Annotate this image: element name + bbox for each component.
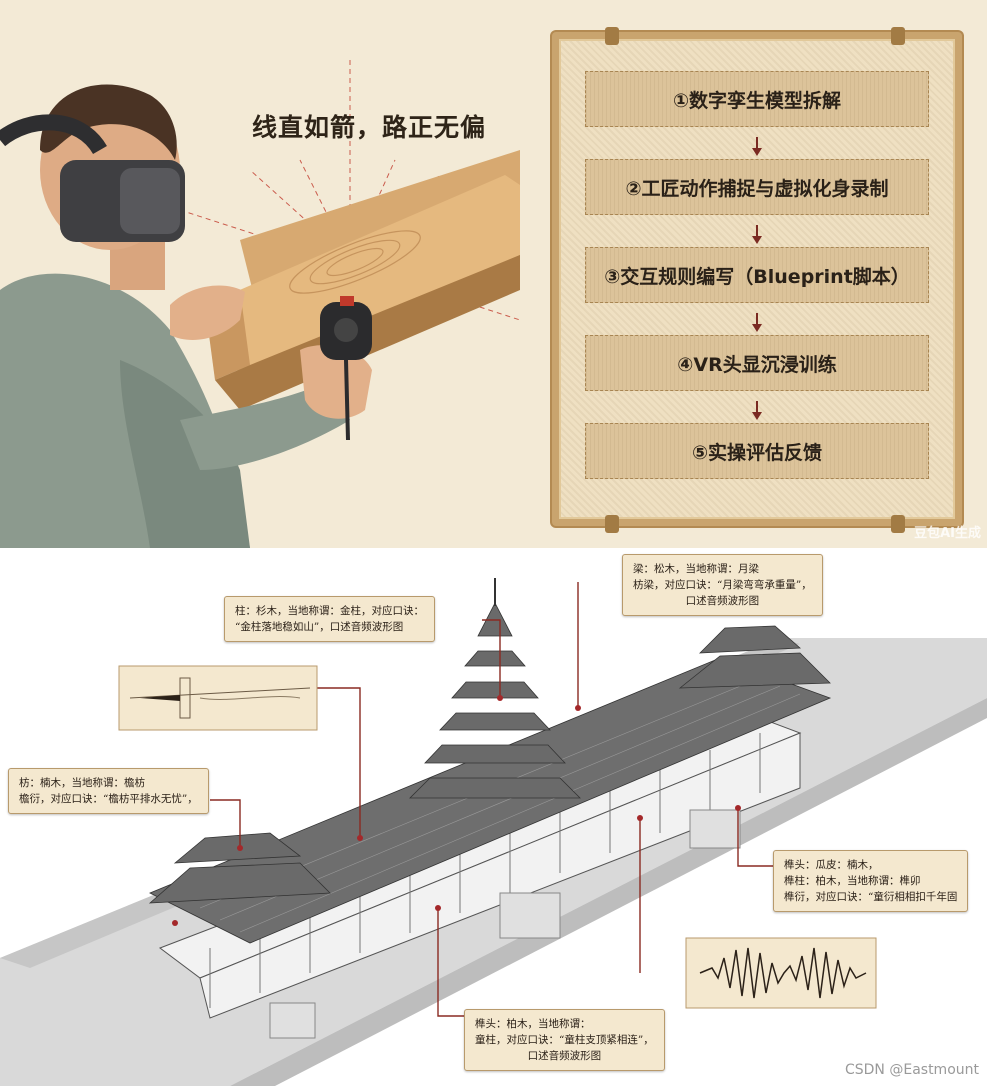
rope-knot [891,515,905,533]
bottom-panel: 柱：杉木，当地称谓：金柱，对应口诀： “金柱落地稳如山”，口述音频波形图 梁：松… [0,548,987,1086]
callout-tenon-bottom: 榫头：柏木，当地称谓： 童柱，对应口诀：“童柱支顶紧相连”， 口述音频波形图 [464,1009,665,1071]
workflow-board: ①数字孪生模型拆解 ②工匠动作捕捉与虚拟化身录制 ③交互规则编写（Bluepri… [552,27,962,533]
top-panel: 线直如箭，路正无偏 ①数字孪生模型拆解 ②工匠动作捕捉与虚拟化身录制 ③交互规则… [0,0,987,548]
callout-beam: 梁：松木，当地称谓：月梁 枋梁，对应口诀：“月梁弯弯承重量”， 口述音频波形图 [622,554,823,616]
callout-tenon-right: 榫头：瓜皮：楠木， 榫柱：柏木，当地称谓：榫卯 榫衍，对应口诀：“童衍相相扣千年… [773,850,969,912]
ai-generated-mark: 豆包AI生成 [914,526,981,541]
step-arrow [752,313,762,333]
workflow-step-1: ①数字孪生模型拆解 [585,71,929,127]
step-arrow [752,401,762,421]
workflow-step-4: ④VR头显沉浸训练 [585,335,929,391]
wind-rain-bridge-illustration [0,548,987,1086]
workflow-step-2: ②工匠动作捕捉与虚拟化身录制 [585,159,929,215]
vr-carpenter-illustration [0,0,530,548]
rope-knot [605,515,619,533]
rope-knot [891,27,905,45]
callout-column: 柱：杉木，当地称谓：金柱，对应口诀： “金柱落地稳如山”，口述音频波形图 [224,596,435,642]
csdn-watermark: CSDN @Eastmount [844,1062,979,1078]
step-arrow [752,137,762,157]
workflow-step-3: ③交互规则编写（Blueprint脚本） [585,247,929,303]
step-arrow [752,225,762,245]
rope-knot [605,27,619,45]
slogan-text: 线直如箭，路正无偏 [252,113,487,142]
callout-tie-beam: 枋：楠木，当地称谓：檐枋 檐衍，对应口诀：“檐枋平排水无忧”， [8,768,209,814]
workflow-step-5: ⑤实操评估反馈 [585,423,929,479]
